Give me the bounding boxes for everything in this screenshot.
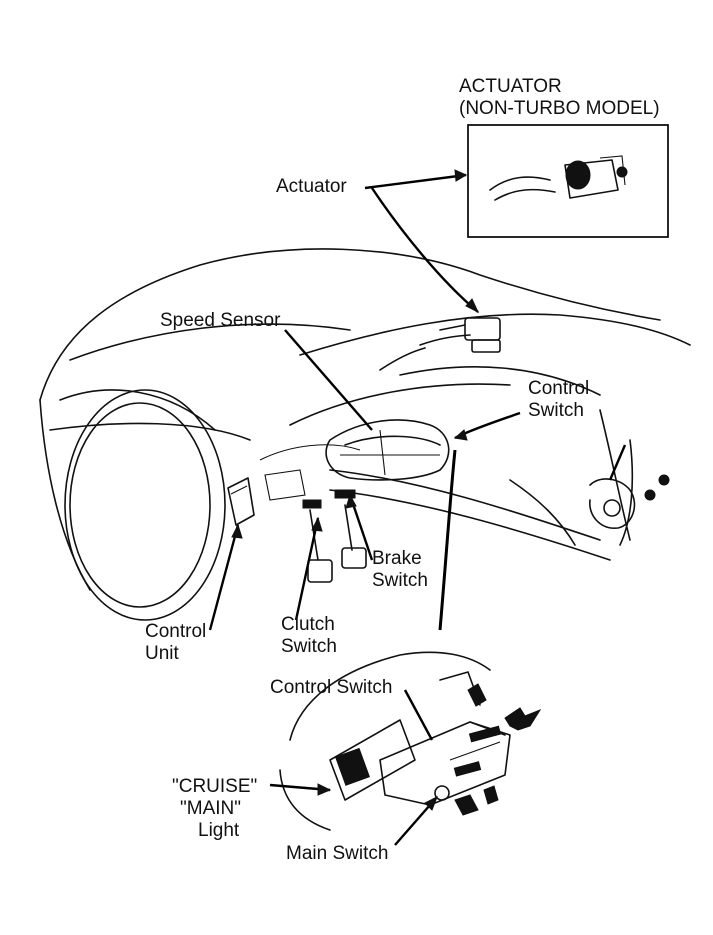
label-cruise-main-light-line2: "MAIN" [180, 798, 241, 819]
label-clutch-switch-line2: Switch [281, 636, 337, 657]
label-cruise-main-light-line3: Light [198, 820, 240, 841]
pedals [302, 489, 367, 583]
control-switch-detail [279, 651, 542, 831]
actuator-inset-title-line1: ACTUATOR [459, 76, 562, 97]
label-brake-switch-line1: Brake [372, 548, 422, 569]
steering-wheel-right [589, 474, 670, 529]
label-control-switch-detail: Control Switch [270, 677, 393, 698]
front-wheel [59, 389, 226, 621]
actuator-inset-box [467, 124, 669, 238]
label-clutch-switch-line1: Clutch [281, 614, 335, 635]
label-speed-sensor: Speed Sensor [160, 310, 281, 331]
car-body-outline [39, 248, 691, 591]
label-control-switch-top-line1: Control [528, 378, 590, 399]
label-cruise-main-light-line1: "CRUISE" [172, 776, 258, 797]
control-unit-box [227, 477, 255, 526]
wire-to-control-switch [438, 449, 457, 631]
label-actuator: Actuator [276, 176, 347, 197]
label-brake-switch-line2: Switch [372, 570, 428, 591]
steering-column [325, 419, 450, 481]
label-control-switch-top-line2: Switch [528, 400, 584, 421]
leader-lines [208, 169, 627, 846]
label-control-unit-line2: Unit [145, 643, 179, 664]
actuator-in-car [379, 317, 501, 371]
actuator-inset-title-line2: (NON-TURBO MODEL) [459, 98, 660, 119]
label-control-unit-line1: Control [145, 621, 207, 642]
label-main-switch: Main Switch [286, 843, 389, 864]
